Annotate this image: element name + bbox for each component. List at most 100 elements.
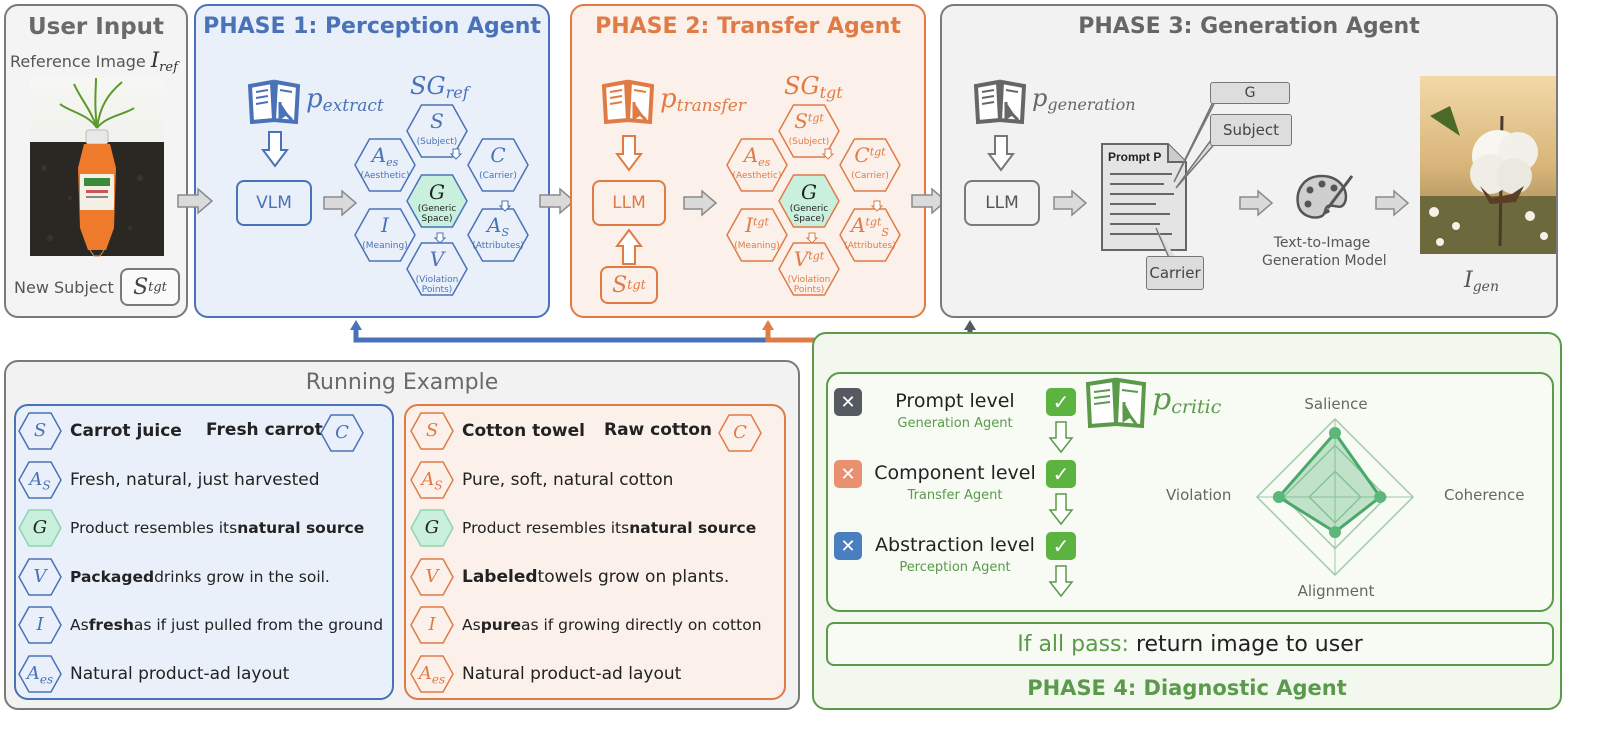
level-1-check-icon: ✓ [1046,460,1076,488]
phase1-vlm-box: VLM [236,180,312,226]
phase2-hex-link-arrow [805,232,819,244]
prompt-document-icon [1101,143,1187,251]
example-right-hex-1: AS [410,460,454,499]
level-2-fail-icon: ✕ [834,532,862,560]
phase1-hex-c-symbol: C [490,143,506,167]
phase3-arrow-doc-to-t2i [1239,189,1274,217]
right-carrier-hex: C [718,414,762,452]
phase3-book-icon [973,79,1027,125]
callout-carrier: Carrier [1146,256,1204,290]
level-1-fail-icon: ✕ [834,460,862,488]
phase1-hex-i-symbol: I [381,213,389,237]
callout-pointers [1155,99,1219,261]
phase1-hex-as-symbol: AS [487,213,509,240]
example-right-hex-2: G [410,509,454,547]
phase2-hex-v-label: (Violation Points) [787,275,831,295]
radar-point-violation [1272,491,1285,503]
radar-label-coherence: Coherence [1444,486,1525,504]
arrow-input-to-phase1 [177,187,214,215]
example-left-hex-2: G [18,509,62,547]
example-left-hex-4: I [18,606,62,644]
phase1-hex-c: C (Carrier) [467,138,529,192]
phase2-prompt-symbol: ptransfer [660,84,746,117]
phase1-hex-link-arrow [449,148,463,160]
example-left-hex-1: AS [18,460,62,499]
phase1-hex-i-label: (Meaning) [362,241,408,251]
radar-label-alignment: Alignment [1297,582,1375,600]
phase2-hex-c-symbol: Ctgt [854,143,886,167]
output-symbol: Igen [1464,268,1499,296]
example-right-hex-4: I [410,606,454,644]
phase2-hex-as-label: (Attributes) [844,241,896,251]
phase1-hex-v: V (Violation Points) [406,242,468,296]
phase2-right-arrow [683,189,718,217]
phase1-hex-v-symbol: V [429,247,445,271]
phase1-hex-c-label: (Carrier) [479,171,517,181]
phase2-hex-i-label: (Meaning) [734,241,780,251]
phase2-hex-c-label: (Carrier) [851,171,889,181]
phase2-hex-link-arrow [821,148,835,160]
example-right-row-4: As pure as if growing directly on cotton [462,616,762,634]
phase2-sg-label: SGtgt [784,72,843,103]
phase2-hex-s: Stgt (Subject) [778,104,840,158]
phase4-title: PHASE 4: Diagnostic Agent [1027,676,1347,700]
phase1-hex-v-label: (Violation Points) [415,275,459,295]
running-example-left [14,404,394,700]
radar-point-salience [1329,427,1341,440]
phase1-hex-g: G (Generic Space) [406,174,468,228]
example-left-hex-5: Aes [18,654,62,693]
example-right-row-5: Natural product-ad layout [462,663,682,684]
phase1-hex-s-symbol: S [430,109,444,133]
phase4-inner [826,372,1554,612]
prompt-document-title: Prompt P [1108,150,1162,164]
right-carrier-text: Raw cotton [604,420,712,440]
phase1-hex-g-label: (Generic Space) [417,204,457,224]
example-right-row-3: Labeled towels grow on plants. [462,566,730,587]
running-example-right [404,404,786,700]
phase2-up-arrow [615,228,643,265]
phase2-hex-aes: Aes (Aesthetic) [726,138,788,192]
phase1-hex-i: I (Meaning) [354,208,416,262]
example-left-row-3: Packaged drinks grow in the soil. [70,567,330,586]
level-2-down-arrow [1048,565,1074,598]
phase1-title: PHASE 1: Perception Agent [203,14,541,39]
phase1-prompt-symbol: pextract [306,84,384,117]
phase1-hex-s: S (Subject) [406,104,468,158]
left-carrier-text: Fresh carrot [206,420,323,440]
left-carrier-hex: C [320,414,364,452]
phase2-hex-c: Ctgt (Carrier) [839,138,901,192]
radar-point-alignment [1329,526,1341,539]
phase2-hex-aes-symbol: Aes [743,143,771,170]
level-0-check-icon: ✓ [1046,388,1076,416]
example-left-row-5: Natural product-ad layout [70,663,290,684]
phase1-hex-as-label: (Attributes) [472,241,524,251]
arrow-phase2-to-phase3 [911,187,948,215]
phase2-hex-i-symbol: Itgt [745,213,769,237]
radar-label-salience: Salience [1304,395,1368,413]
phase1-hex-aes: Aes (Aesthetic) [354,138,416,192]
phase2-hex-aes-label: (Aesthetic) [732,171,782,181]
pass-text: If all pass: return image to user [1017,632,1363,657]
phase2-hex-g-label: (Generic Space) [789,204,829,224]
phase2-hex-s-label: (Subject) [788,137,830,147]
example-left-row-4: As fresh as if just pulled from the grou… [70,616,384,634]
callout-g: G [1210,82,1290,104]
level-1-agent: Transfer Agent [907,488,1003,503]
phase2-book-icon [601,79,655,125]
level-0-fail-icon: ✕ [834,388,862,416]
level-1-name: Component level [874,462,1036,484]
phase1-right-arrow [323,189,358,217]
phase2-title: PHASE 2: Transfer Agent [595,14,901,39]
phase1-down-arrow [261,131,289,168]
radar-label-violation: Violation [1166,486,1232,504]
phase3-down-arrow [987,135,1015,172]
critic-book-icon [1085,377,1147,429]
phase1-sg-label: SGref [410,72,469,103]
phase2-hex-link-arrow [870,200,884,212]
phase1-hex-s-label: (Subject) [416,137,458,147]
example-right-row-0: Cotton towel [462,421,585,441]
phase3-arrow-llm-to-doc [1053,189,1088,217]
